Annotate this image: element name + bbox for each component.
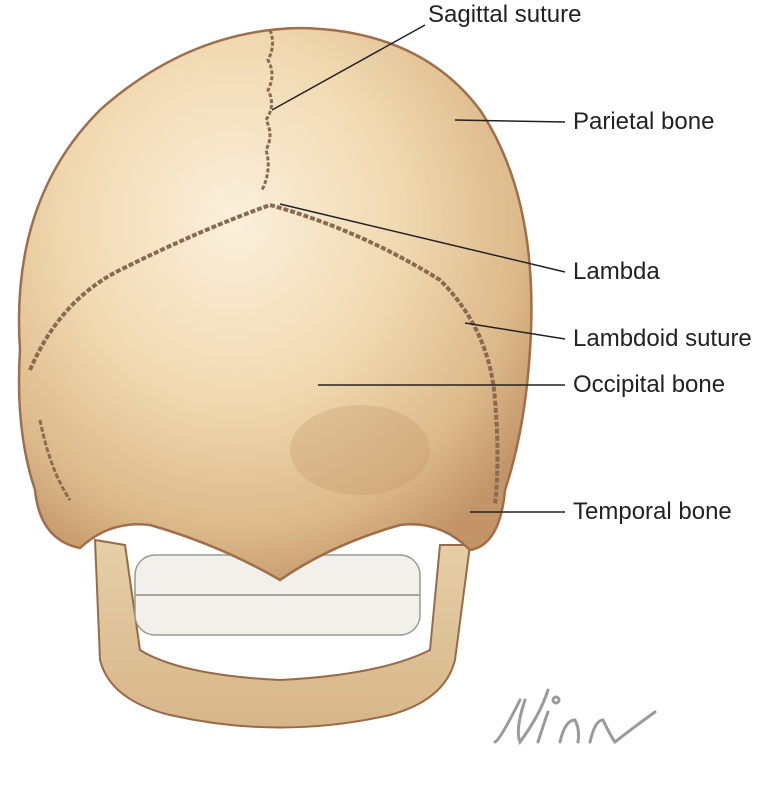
label-lambda: Lambda xyxy=(573,258,660,285)
label-sagittal-suture: Sagittal suture xyxy=(428,1,582,28)
lambdoid-suture-line xyxy=(28,202,500,506)
label-parietal-bone: Parietal bone xyxy=(573,108,715,135)
cranium xyxy=(17,26,533,582)
leader-lambdoid-suture xyxy=(464,322,566,340)
label-occipital-bone: Occipital bone xyxy=(573,371,726,398)
signature-winn xyxy=(493,688,657,746)
sagittal-suture-line xyxy=(260,29,275,191)
leader-lines xyxy=(271,24,566,513)
label-temporal-bone: Temporal bone xyxy=(573,498,732,525)
leader-lambda xyxy=(279,203,566,273)
leader-sagittal-suture xyxy=(271,24,426,111)
label-lambdoid-suture: Lambdoid suture xyxy=(573,325,752,352)
mandible xyxy=(93,538,472,729)
leader-parietal-bone xyxy=(454,119,566,123)
